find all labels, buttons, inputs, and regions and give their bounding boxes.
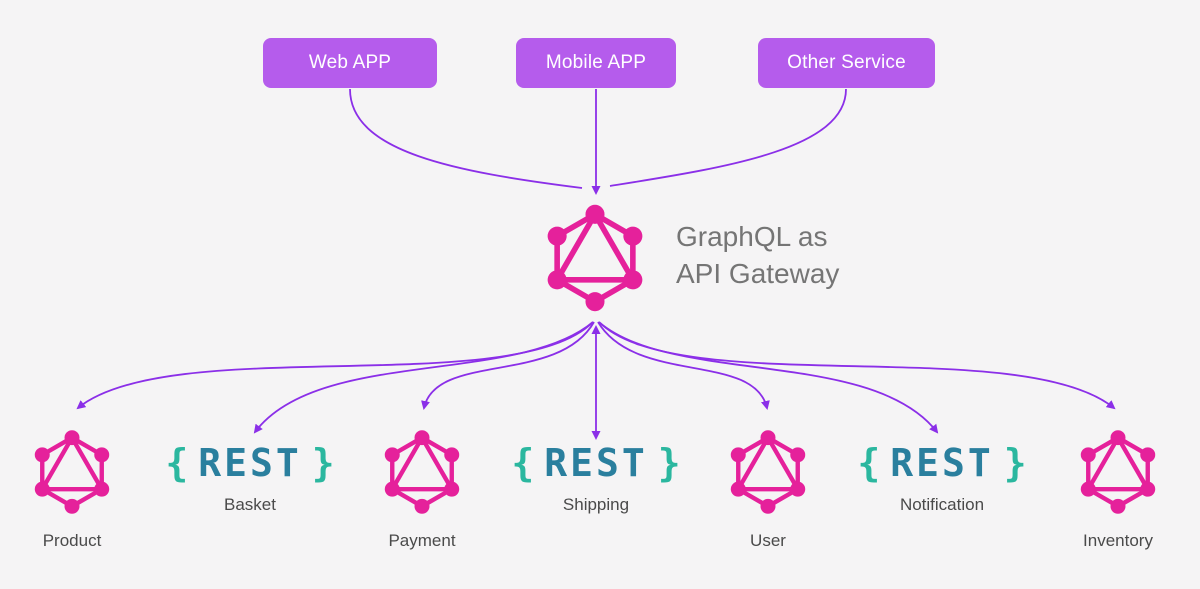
graphql-logo-icon (1074, 428, 1162, 516)
rest-badge: {REST} (511, 441, 680, 485)
arrow-gateway-to-user (597, 321, 770, 410)
arrow-gateway-to-payment (421, 321, 595, 410)
client-label: Mobile APP (545, 52, 647, 73)
service-label: Basket (224, 495, 276, 514)
service-shipping: {REST} Shipping (496, 441, 696, 515)
rest-text: REST (544, 441, 648, 485)
service-label: Payment (388, 531, 456, 550)
client-label: Web APP (308, 52, 392, 73)
arrow-gateway-to-product (76, 321, 594, 410)
arrow-web-to-gateway (349, 88, 583, 189)
rest-close-brace: } (1003, 441, 1027, 485)
service-payment: Payment (350, 428, 494, 551)
rest-open-brace: { (511, 441, 535, 485)
rest-open-brace: { (857, 441, 881, 485)
service-label: Inventory (1083, 531, 1153, 550)
rest-text: REST (198, 441, 302, 485)
graphql-gateway-logo-icon (539, 202, 651, 314)
service-label: Shipping (562, 495, 630, 514)
graphql-logo-icon (378, 428, 466, 516)
arrow-gateway-to-inventory (598, 321, 1116, 410)
gateway-title: GraphQL as API Gateway (676, 218, 839, 292)
gateway-title-line2: API Gateway (676, 258, 840, 289)
service-user: User (696, 428, 840, 551)
service-basket: {REST} Basket (150, 441, 350, 515)
service-inventory: Inventory (1046, 428, 1190, 551)
gateway-title-line1: GraphQL as (676, 221, 828, 252)
client-box-other-service: Other Service (758, 38, 935, 88)
client-box-web-app: Web APP (263, 38, 437, 88)
rest-badge: {REST} (165, 441, 334, 485)
graphql-logo-icon (724, 428, 812, 516)
client-label: Other Service (787, 52, 906, 73)
arrow-gateway-to-basket (253, 321, 594, 434)
rest-close-brace: } (311, 441, 335, 485)
service-label: User (750, 531, 786, 550)
graphql-logo-icon (28, 428, 116, 516)
rest-close-brace: } (657, 441, 681, 485)
service-notification: {REST} Notification (842, 441, 1042, 515)
service-product: Product (0, 428, 144, 551)
service-label: Notification (899, 495, 985, 514)
rest-open-brace: { (165, 441, 189, 485)
client-box-mobile-app: Mobile APP (516, 38, 676, 88)
service-label: Product (42, 531, 102, 550)
arrow-other-to-gateway (609, 88, 847, 187)
rest-badge: {REST} (857, 441, 1026, 485)
rest-text: REST (890, 441, 994, 485)
arrow-gateway-to-notification (598, 321, 939, 434)
